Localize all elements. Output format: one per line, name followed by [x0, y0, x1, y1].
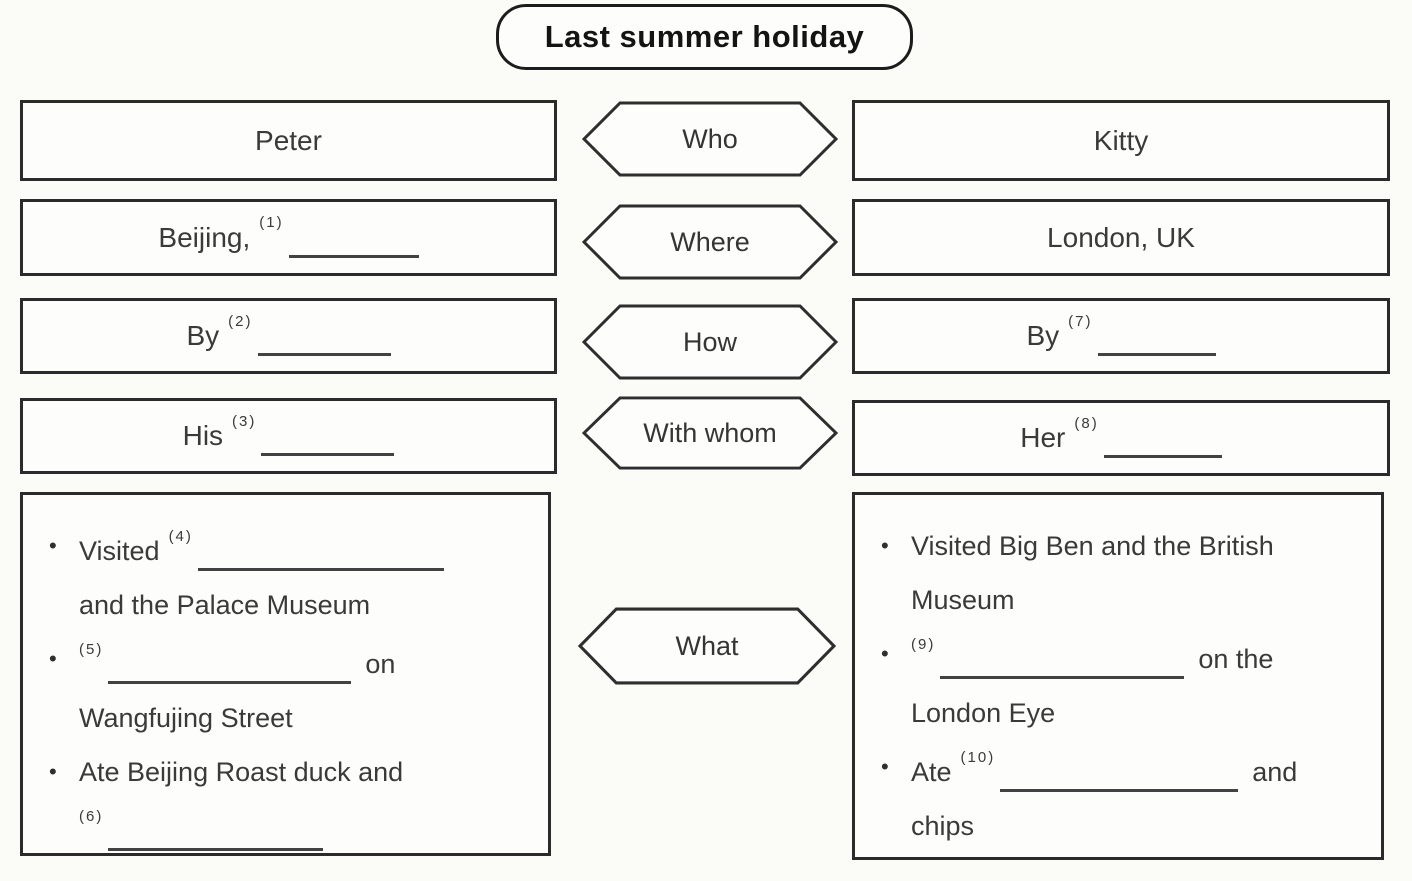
- bullet-text: Ate Beijing Roast duck and: [79, 757, 404, 787]
- hexagon-what: What: [578, 606, 836, 686]
- list-item: Ate (10) and chips: [881, 740, 1367, 853]
- peter-where-box: Beijing, (1): [20, 199, 557, 276]
- bullet-icon: [49, 632, 79, 745]
- fill-blank-10: [1000, 787, 1239, 792]
- page-title: Last summer holiday: [544, 19, 865, 54]
- blank-number-9: (9): [911, 636, 936, 653]
- fill-blank-6: [108, 846, 324, 851]
- hexagon-shape-icon: [578, 607, 836, 685]
- hexagon-label: Who: [682, 123, 738, 154]
- blank-number-7: (7): [1068, 312, 1093, 330]
- fill-blank-2: [257, 351, 391, 356]
- title-banner: Last summer holiday: [496, 4, 913, 70]
- fill-blank-8: [1103, 453, 1222, 458]
- blank-number-8: (8): [1074, 414, 1099, 432]
- list-item: (5) on Wangfujing Street: [49, 632, 534, 745]
- kitty-what-box: Visited Big Ben and the British Museum (…: [852, 492, 1384, 860]
- bullet-icon: [881, 627, 911, 740]
- hexagon-where: Where: [582, 203, 838, 281]
- hexagon-how: How: [582, 303, 838, 381]
- hexagon-shape-icon: [582, 396, 838, 470]
- fill-blank-4: [197, 566, 444, 571]
- peter-withwhom-box: His (3): [20, 398, 557, 474]
- blank-number-5: (5): [79, 641, 104, 658]
- hexagon-label: What: [675, 630, 739, 661]
- hexagon-label: Where: [670, 226, 750, 257]
- bullet-icon: [881, 519, 911, 627]
- hexagon-shape-icon: [582, 101, 838, 177]
- blank-number-1: (1): [259, 214, 284, 232]
- peter-what-box: Visited (4) and the Palace Museum (5) on W…: [20, 492, 551, 856]
- fill-blank-7: [1097, 351, 1216, 356]
- bullet-text: on: [365, 649, 396, 679]
- hexagon-shape-icon: [582, 204, 838, 280]
- box-text: By: [1026, 320, 1060, 351]
- bullet-text: on the: [1198, 644, 1274, 674]
- kitty-where-box: London, UK: [852, 199, 1390, 276]
- fill-blank-5: [108, 679, 352, 684]
- bullet-text: chips: [911, 811, 975, 841]
- fill-blank-9: [940, 674, 1185, 679]
- list-item: Visited (4) and the Palace Museum: [49, 519, 534, 632]
- hexagon-shape-icon: [582, 304, 838, 380]
- peter-how-box: By (2): [20, 298, 557, 374]
- bullet-text: Ate: [911, 757, 952, 787]
- bullet-text: Museum: [911, 585, 1015, 615]
- fill-blank-3: [261, 451, 395, 456]
- fill-blank-1: [288, 253, 419, 258]
- kitty-how-box: By (7): [852, 298, 1390, 374]
- box-text: By: [186, 320, 220, 351]
- bullet-text: London Eye: [911, 698, 1056, 728]
- peter-name: Peter: [255, 124, 322, 156]
- blank-number-6: (6): [79, 808, 104, 825]
- blank-number-3: (3): [232, 412, 257, 430]
- peter-who-box: Peter: [20, 100, 557, 181]
- bullet-icon: [881, 740, 911, 853]
- blank-number-10: (10): [960, 749, 996, 766]
- kitty-name: Kitty: [1093, 124, 1149, 156]
- list-item: Visited Big Ben and the British Museum: [881, 519, 1367, 627]
- bullet-text: Visited Big Ben and the British: [911, 531, 1274, 561]
- blank-number-4: (4): [168, 528, 193, 545]
- kitty-withwhom-box: Her (8): [852, 400, 1390, 476]
- blank-number-2: (2): [228, 312, 253, 330]
- bullet-text: Visited: [79, 536, 160, 566]
- list-item: (9) on the London Eye: [881, 627, 1367, 740]
- box-text: His: [182, 420, 224, 451]
- kitty-who-box: Kitty: [852, 100, 1390, 181]
- hexagon-who: Who: [582, 100, 838, 178]
- bullet-icon: [49, 745, 79, 858]
- bullet-icon: [49, 519, 79, 632]
- hexagon-label: With whom: [643, 417, 777, 448]
- box-text: London, UK: [1047, 221, 1195, 253]
- bullet-text: Wangfujing Street: [79, 703, 293, 733]
- bullet-text: and the Palace Museum: [79, 590, 371, 620]
- hexagon-with-whom: With whom: [582, 395, 838, 471]
- list-item: Ate Beijing Roast duck and (6): [49, 745, 534, 858]
- box-text: Her: [1020, 422, 1066, 453]
- bullet-text: and: [1252, 757, 1298, 787]
- box-text: Beijing,: [158, 221, 251, 253]
- hexagon-label: How: [682, 326, 737, 357]
